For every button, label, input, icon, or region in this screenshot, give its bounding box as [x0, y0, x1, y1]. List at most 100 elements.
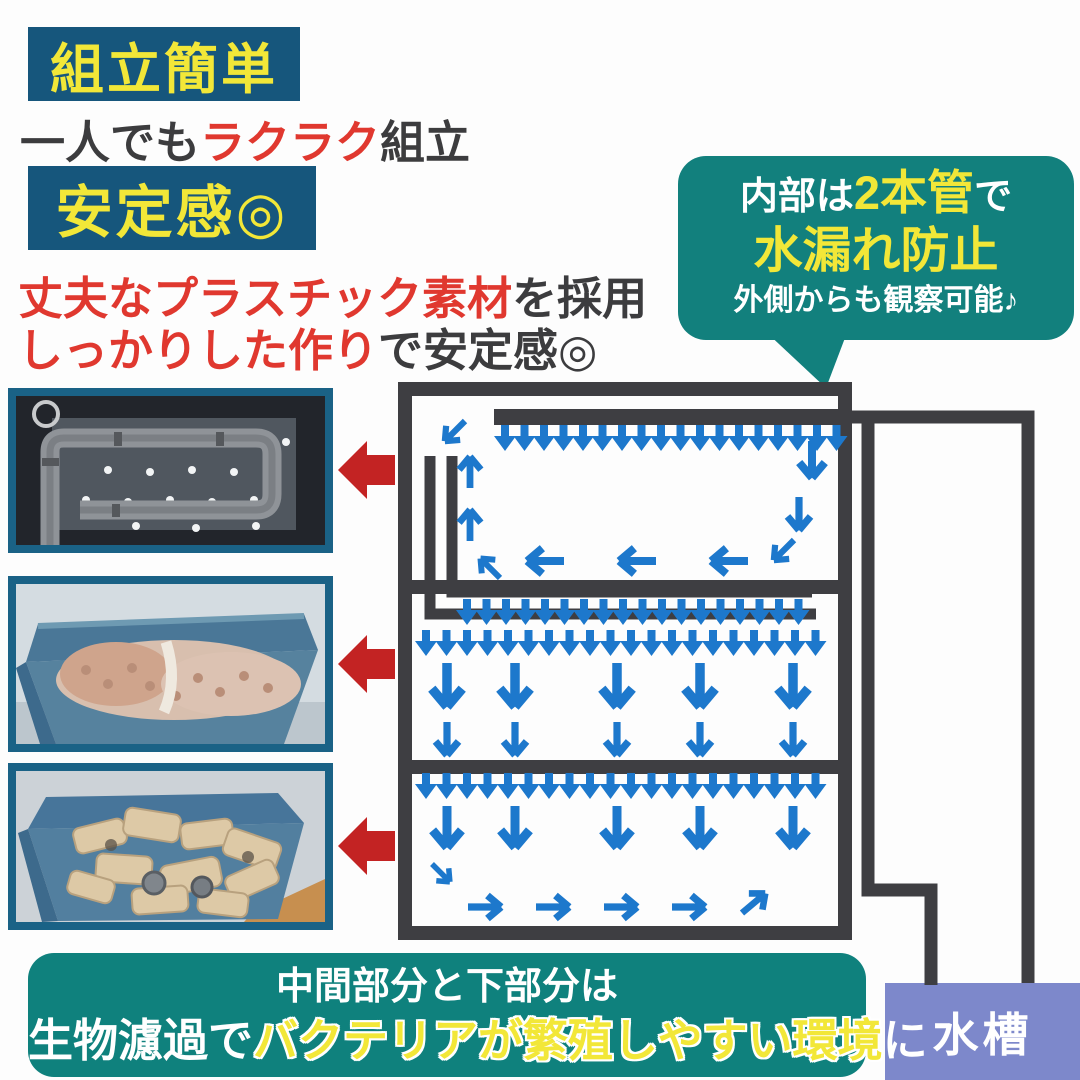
banner-line2-em: バクテリアが繁殖しやすい環境 — [253, 1015, 883, 1066]
flow-arrow — [538, 630, 560, 656]
flow-arrow — [620, 773, 642, 799]
flow-arrow — [517, 630, 540, 656]
flow-arrow — [708, 425, 731, 451]
flow-arrow — [651, 599, 673, 625]
headline-material: 丈夫なプラスチック素材を採用 — [18, 262, 647, 327]
bubble-tail — [764, 330, 848, 388]
flow-arrow — [702, 630, 724, 656]
flow-arrow — [415, 773, 437, 799]
flow-arrow — [784, 773, 806, 799]
banner-line1: 中間部分と下部分は — [275, 966, 618, 1008]
flow-arrow — [748, 599, 771, 625]
flow-arrow — [640, 773, 663, 799]
flow-arrow — [517, 773, 540, 799]
flow-arrow — [681, 630, 704, 656]
flow-arrow — [669, 425, 692, 451]
flow-arrow — [640, 630, 663, 656]
bubble-line1-post: で — [974, 176, 1013, 218]
headline-build-quality: しっかりした作りで安定感◎ — [18, 314, 597, 379]
flow-arrow — [513, 425, 536, 451]
flow-arrow — [779, 806, 808, 847]
flow-arrow — [763, 630, 786, 656]
red-arrow-top — [338, 441, 395, 499]
photo-bio-media-blocks-art — [16, 771, 325, 922]
flow-arrow — [689, 425, 711, 451]
flow-arrow — [476, 630, 499, 656]
flow-arrow — [456, 599, 478, 625]
flow-arrow — [786, 425, 809, 451]
flow-arrow — [435, 630, 458, 656]
tank-supply-pipe — [845, 410, 1035, 983]
flow-arrow — [743, 773, 765, 799]
flow-arrow — [591, 425, 614, 451]
flow-arrow — [501, 806, 530, 847]
flow-arrow — [619, 548, 656, 574]
flow-arrow — [711, 548, 748, 574]
flow-arrow — [415, 630, 437, 656]
flow-arrow — [787, 497, 810, 530]
flow-arrow — [670, 599, 693, 625]
flow-arrow — [475, 599, 498, 625]
flow-arrow — [503, 722, 526, 755]
flow-arrow — [778, 663, 808, 707]
flow-arrow — [661, 630, 683, 656]
flow-arrow — [620, 630, 642, 656]
flow-arrow — [685, 663, 715, 707]
flow-arrow — [728, 425, 750, 451]
flow-arrow — [787, 599, 810, 625]
flow-arrow — [702, 773, 724, 799]
flow-arrow — [747, 425, 770, 451]
flow-arrow — [599, 630, 622, 656]
flow-arrow — [438, 414, 472, 448]
flow-arrow — [456, 630, 478, 656]
flow-arrow — [630, 425, 653, 451]
flow-arrow — [599, 773, 622, 799]
headline2-em: 丈夫なプラスチック素材 — [18, 273, 513, 324]
flow-arrow — [722, 773, 745, 799]
flow-arrow — [432, 663, 462, 707]
headline-badge-easy-assembly: 組立簡単 — [28, 27, 300, 101]
flow-arrow — [572, 425, 594, 451]
flow-arrow — [579, 773, 601, 799]
flow-arrow — [722, 630, 745, 656]
flow-arrow — [573, 599, 595, 625]
bubble-line1-em: 2本管 — [853, 166, 975, 219]
headline3-em: しっかりした作り — [18, 325, 379, 376]
flow-arrow — [558, 630, 581, 656]
headline-badge-stability: 安定感◎ — [28, 166, 316, 250]
flow-arrow — [456, 773, 478, 799]
flow-arrow — [767, 425, 789, 451]
flow-arrow — [494, 425, 516, 451]
headline3-post: で安定感◎ — [378, 325, 598, 376]
flow-arrow — [611, 425, 633, 451]
flow-arrow — [743, 630, 765, 656]
flow-arrow — [604, 895, 637, 918]
flow-arrow — [592, 599, 615, 625]
bottom-banner-bio-filtration: 中間部分と下部分は 生物濾過でバクテリアが繁殖しやすい環境に — [28, 953, 928, 1077]
flow-arrow — [533, 425, 555, 451]
photo-bio-media-blocks — [8, 763, 333, 930]
red-arrow-middle — [338, 635, 395, 693]
headline2-post: を採用 — [512, 273, 648, 324]
bubble-line1: 内部は2本管で — [678, 168, 1074, 222]
flow-arrow — [690, 599, 712, 625]
flow-arrow — [681, 773, 704, 799]
flow-arrow — [763, 773, 786, 799]
photo-pointer-arrows — [338, 441, 395, 875]
headline1-post: 組立 — [380, 117, 471, 168]
flow-arrow — [729, 599, 751, 625]
flow-arrow — [603, 806, 632, 847]
flow-arrow — [558, 773, 581, 799]
flow-arrow — [781, 722, 804, 755]
badge-easy-assembly-label: 組立簡単 — [50, 39, 278, 100]
flow-arrow — [527, 548, 564, 574]
flow-arrow — [735, 885, 772, 921]
flow-arrow — [433, 806, 462, 847]
flow-arrow — [631, 599, 654, 625]
red-arrow-bottom — [338, 817, 395, 875]
flow-arrow — [538, 773, 560, 799]
headline-easy-assembly: 一人でもラクラク組立 — [20, 106, 470, 171]
headline1-pre: 一人でも — [20, 117, 201, 168]
flow-arrow — [672, 895, 705, 918]
